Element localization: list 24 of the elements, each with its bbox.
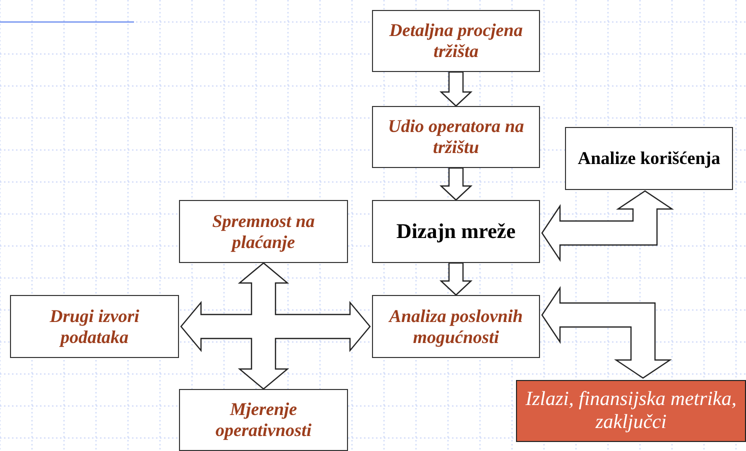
block-arrow bbox=[439, 262, 473, 296]
process-box bbox=[179, 389, 348, 451]
box-label: Detaljna procjena tržišta bbox=[388, 20, 524, 62]
process-box bbox=[179, 200, 348, 263]
process-box bbox=[372, 200, 540, 263]
block-arrow bbox=[439, 71, 473, 107]
box-label: Analize korišćenja bbox=[576, 148, 722, 169]
box-label: Spremnost na plaćanje bbox=[211, 210, 316, 252]
box-label: Dizajn mreže bbox=[395, 219, 517, 244]
block-arrow bbox=[439, 167, 473, 201]
output-box bbox=[516, 380, 746, 442]
cross-arrow bbox=[180, 262, 371, 390]
box-label: Izlazi, finansijska metrika, zaključci bbox=[524, 388, 738, 434]
box-label: Analiza poslovnih mogućnosti bbox=[387, 306, 524, 348]
block-arrow bbox=[541, 286, 672, 379]
process-box bbox=[10, 295, 179, 358]
process-box bbox=[372, 295, 540, 358]
process-box bbox=[372, 10, 540, 72]
box-label: Drugi izvori podataka bbox=[48, 306, 140, 348]
block-arrow bbox=[541, 190, 674, 262]
process-box bbox=[372, 106, 540, 168]
box-label: Mjerenje operativnosti bbox=[214, 399, 312, 441]
box-label: Udio operatora na tržištu bbox=[386, 116, 525, 158]
process-box bbox=[565, 127, 733, 190]
